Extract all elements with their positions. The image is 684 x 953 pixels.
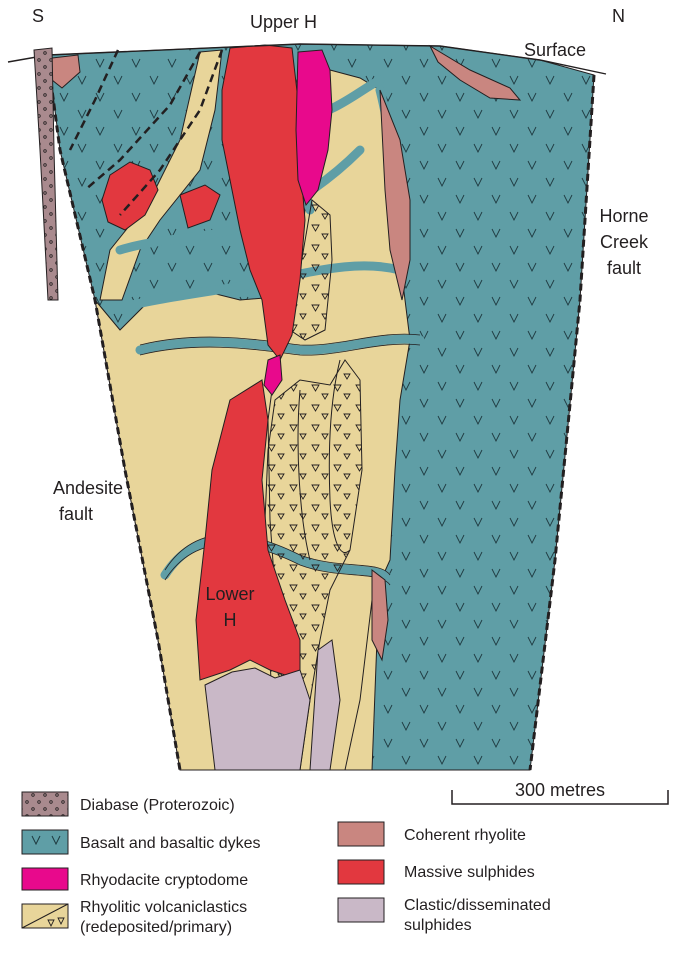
andesite-label-2: fault xyxy=(59,504,93,524)
horne-label-3: fault xyxy=(607,258,641,278)
legend-basalt: Basalt and basaltic dykes xyxy=(22,830,261,854)
legend-diabase-label: Diabase (Proterozoic) xyxy=(80,797,235,814)
legend-rhyolitic: Rhyolitic volcaniclastics (redeposited/p… xyxy=(22,899,247,936)
legend-diabase: Diabase (Proterozoic) xyxy=(22,792,235,816)
legend-coherent-label: Coherent rhyolite xyxy=(404,827,526,844)
surface-label: Surface xyxy=(524,40,586,60)
legend-rhyolitic-label-2: (redeposited/primary) xyxy=(80,919,232,936)
scale-bar-label: 300 metres xyxy=(515,780,605,800)
legend-basalt-label: Basalt and basaltic dykes xyxy=(80,835,261,852)
lower-h-label-2: H xyxy=(224,610,237,630)
legend-massive: Massive sulphides xyxy=(338,860,535,884)
north-label: N xyxy=(612,6,625,26)
upper-h-label: Upper H xyxy=(250,12,317,32)
legend-clastic-label-2: sulphides xyxy=(404,917,472,934)
andesite-label-1: Andesite xyxy=(53,478,123,498)
legend-rhyodacite: Rhyodacite cryptodome xyxy=(22,868,248,890)
legend-rhyodacite-label: Rhyodacite cryptodome xyxy=(80,872,248,889)
scale-bar: 300 metres xyxy=(452,780,668,804)
legend-rhyolitic-label-1: Rhyolitic volcaniclastics xyxy=(80,899,247,916)
legend-clastic-label-1: Clastic/disseminated xyxy=(404,897,551,914)
legend-clastic: Clastic/disseminated sulphides xyxy=(338,897,551,934)
section-body xyxy=(8,44,606,770)
lower-h-label-1: Lower xyxy=(205,584,254,604)
legend-coherent: Coherent rhyolite xyxy=(338,822,526,846)
legend: Diabase (Proterozoic) Basalt and basalti… xyxy=(22,792,551,936)
south-label: S xyxy=(32,6,44,26)
legend-massive-label: Massive sulphides xyxy=(404,864,535,881)
clastic-sulphides xyxy=(205,668,310,770)
horne-label-1: Horne xyxy=(599,206,648,226)
horne-label-2: Creek xyxy=(600,232,649,252)
